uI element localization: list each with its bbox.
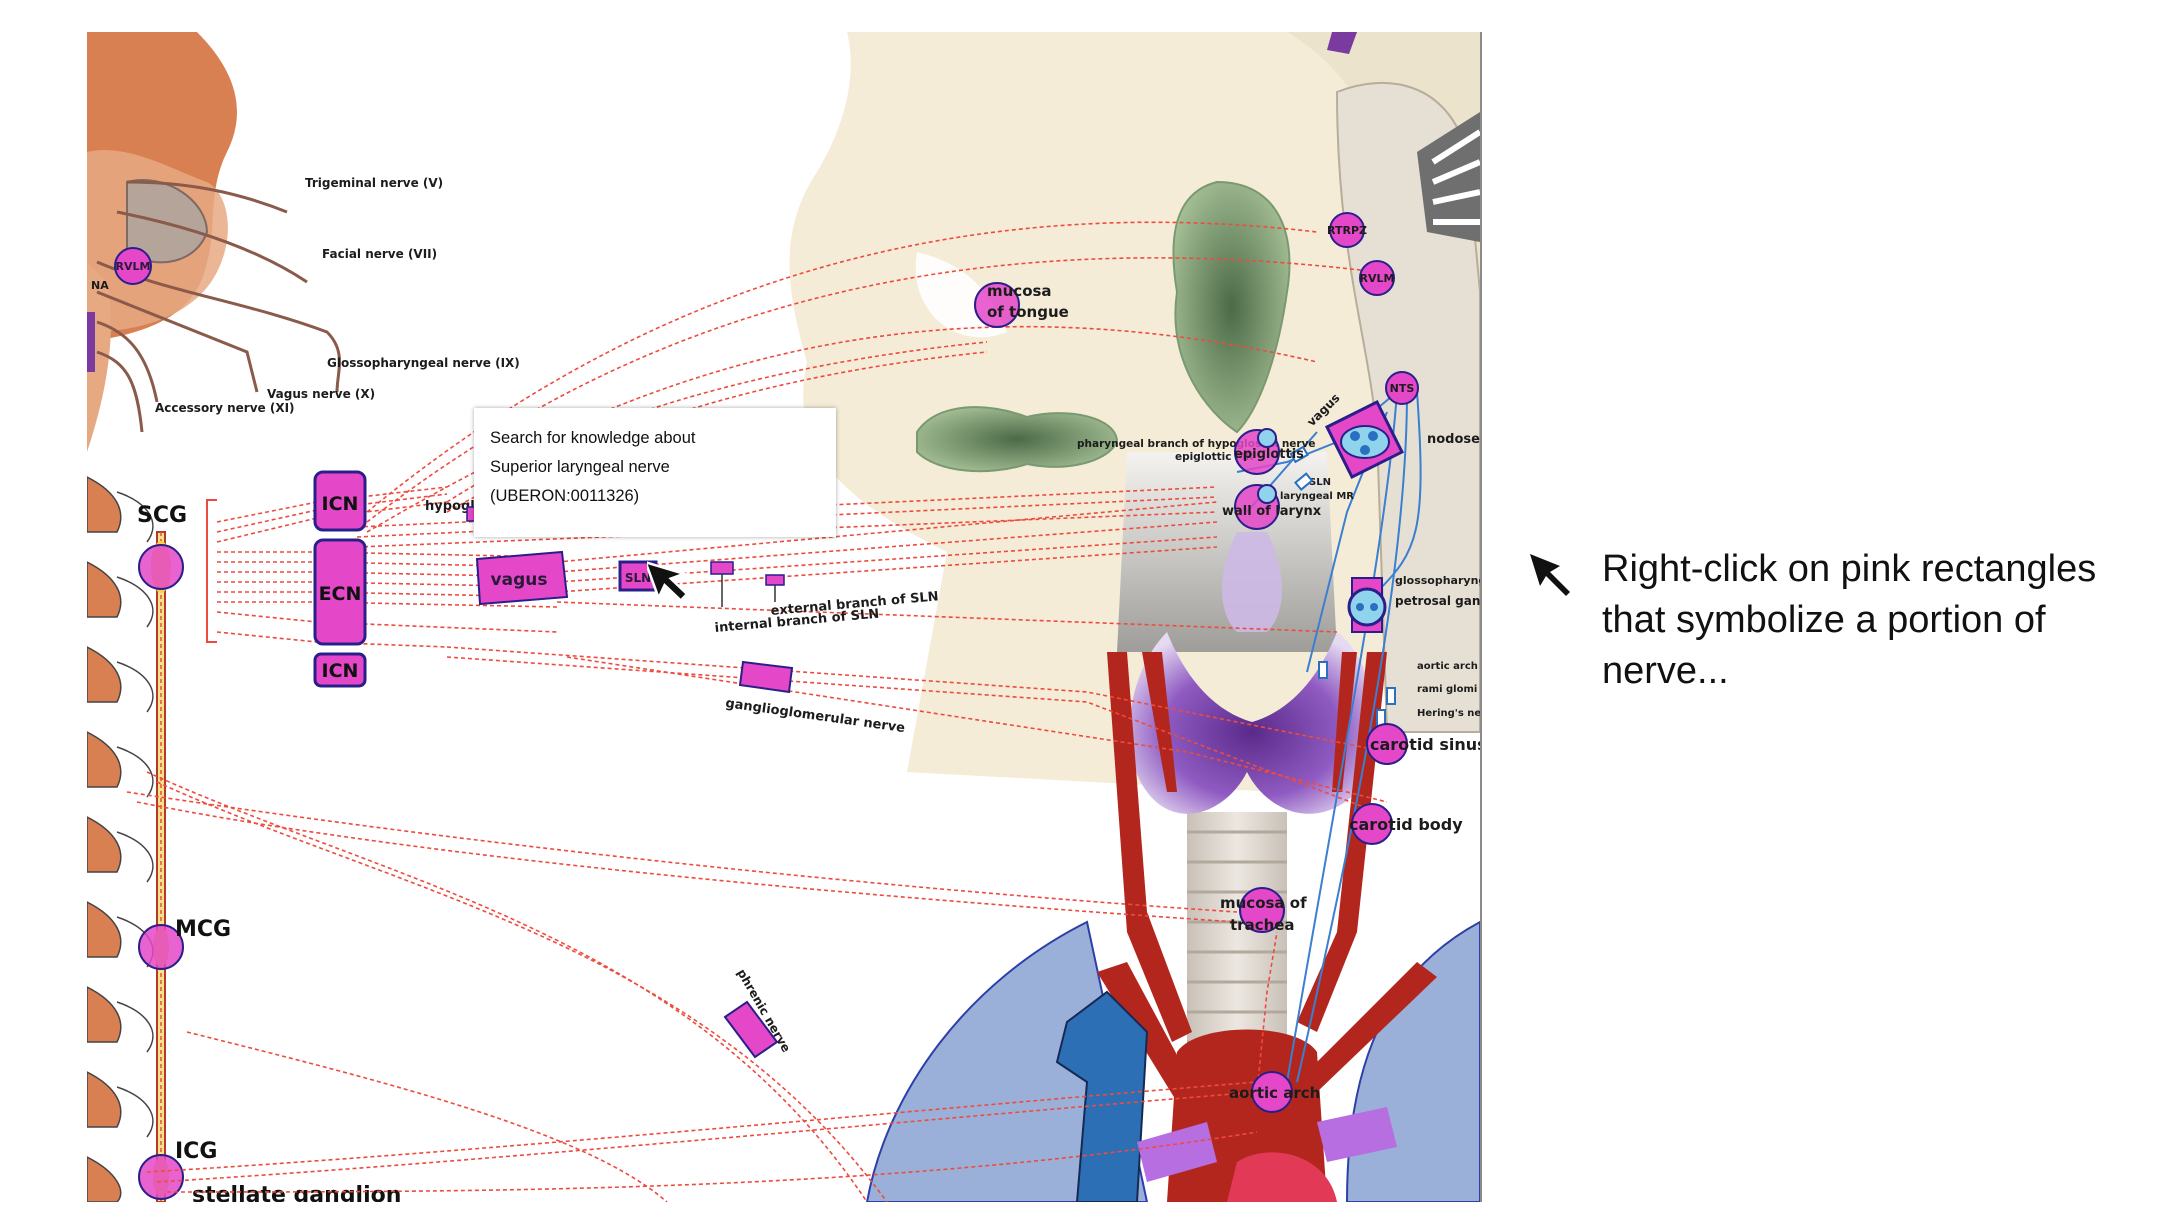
- anatomy-diagram-viewport[interactable]: Trigeminal nerve (V) Facial nerve (VII) …: [87, 32, 1482, 1202]
- label-aortic-arch: aortic arch: [1229, 1084, 1320, 1102]
- label-icn-bottom: ICN: [322, 660, 359, 682]
- nerve-segment-vagus-trunk[interactable]: [1324, 399, 1405, 480]
- tooltip-line-id: (UBERON:0011326): [490, 487, 640, 505]
- nerve-segment-icn-bottom[interactable]: ICN: [313, 652, 367, 688]
- nerve-segment-vagus[interactable]: vagus: [475, 550, 569, 606]
- nerve-segment-ganglioglomerular[interactable]: [738, 660, 794, 694]
- label-carotid-body: carotid body: [1349, 815, 1463, 834]
- label-mucosa-tongue-2: of tongue: [987, 303, 1069, 321]
- label-glossopharyngeal-nerve: Glossopharyngeal nerve (IX): [327, 356, 520, 370]
- label-rami-glomi: rami glomi c: [1417, 684, 1480, 695]
- label-rvlm-left: RVLM: [116, 260, 151, 273]
- tooltip-line-search: Search for knowledge about: [490, 429, 696, 447]
- target-wall-of-larynx[interactable]: [1234, 484, 1280, 530]
- caption-text: Right-click on pink rectangles that symb…: [1602, 548, 2097, 692]
- cranial-nerves: [96, 180, 341, 433]
- nerve-segment-icn-top[interactable]: ICN: [313, 470, 367, 532]
- target-epiglottis[interactable]: [1234, 428, 1280, 475]
- label-petrosal: petrosal gang: [1395, 594, 1480, 608]
- label-mucosa-trachea-1: mucosa of: [1220, 894, 1307, 912]
- label-na: NA: [91, 279, 109, 292]
- target-nts[interactable]: [1385, 371, 1419, 405]
- label-sln-small: SLN: [1309, 477, 1331, 488]
- label-icn-top: ICN: [322, 493, 359, 515]
- target-mucosa-of-tongue[interactable]: [974, 282, 1020, 328]
- label-wall-of-larynx: wall of larynx: [1222, 504, 1322, 519]
- label-ganglioglomerular: ganglioglomerular nerve: [724, 696, 906, 736]
- label-larynx-mr: laryngeal MR: [1280, 491, 1354, 502]
- knowledge-search-menu-item[interactable]: Search for knowledge about Superior lary…: [474, 408, 836, 537]
- label-trigeminal-nerve: Trigeminal nerve (V): [305, 176, 443, 190]
- scg-node[interactable]: [138, 544, 184, 590]
- label-ecn: ECN: [319, 583, 362, 605]
- target-aortic-arch[interactable]: [1251, 1071, 1293, 1113]
- target-rvlm-right[interactable]: [1359, 260, 1395, 296]
- label-vagus-nerve: Vagus nerve (X): [267, 387, 375, 401]
- target-rtrpz[interactable]: [1329, 212, 1365, 248]
- target-mucosa-of-trachea[interactable]: [1239, 887, 1285, 933]
- label-epiglottis: epiglottis: [1234, 447, 1304, 462]
- target-carotid-sinus[interactable]: [1366, 723, 1408, 765]
- label-carotid-sinus: carotid sinus: [1370, 735, 1480, 754]
- label-accessory-nerve: Accessory nerve (XI): [155, 401, 295, 415]
- vertebrae: [87, 476, 122, 1202]
- pulmonary-vessels: [1137, 1122, 1217, 1182]
- label-aortic-arch-n: aortic arch n: [1417, 661, 1480, 672]
- label-vagus-box: vagus: [491, 570, 548, 590]
- label-icg: ICG: [175, 1139, 217, 1164]
- nerve-segment-phrenic[interactable]: [723, 1000, 779, 1059]
- label-mucosa-tongue-1: mucosa: [987, 282, 1052, 300]
- brainstem-region: [87, 32, 237, 452]
- sympathetic-chain: [151, 531, 171, 1202]
- label-rvlm-right: RVLM: [1360, 272, 1395, 285]
- arrow-pointer-icon: [1530, 554, 1570, 596]
- label-facial-nerve: Facial nerve (VII): [322, 247, 437, 261]
- label-hypoglossal: hypogl: [425, 499, 475, 514]
- label-mucosa-trachea-2: trachea: [1230, 916, 1295, 934]
- label-scg: SCG: [137, 503, 187, 528]
- larynx-trachea: [1117, 452, 1337, 1102]
- scg-bracket: [206, 499, 217, 643]
- icg-node[interactable]: [138, 1154, 184, 1200]
- nerve-segment-sln[interactable]: SLN: [618, 560, 658, 592]
- mcg-node[interactable]: [138, 924, 184, 970]
- label-epiglottic-mr: epiglottic MR: [1175, 451, 1254, 463]
- label-herings: Hering's ner: [1417, 708, 1480, 719]
- label-mcg: MCG: [175, 917, 231, 942]
- tongue-structure: [1172, 180, 1291, 434]
- nerve-segment-petrosal[interactable]: [1347, 577, 1387, 633]
- label-glossopharyngeal-short: glossopharyngea: [1395, 574, 1480, 587]
- label-rtrpz: RTRPZ: [1327, 224, 1367, 237]
- thyroid: [1129, 632, 1375, 814]
- nerve-segment-internal-sln[interactable]: [710, 561, 734, 575]
- tooltip-line-term: Superior laryngeal nerve: [490, 458, 670, 476]
- label-nodose: nodose: [1427, 432, 1480, 447]
- target-carotid-body[interactable]: [1351, 803, 1393, 845]
- rvlm-left-node[interactable]: [114, 247, 152, 285]
- nerve-routes: [126, 221, 1388, 1202]
- nerve-map-diagram: Trigeminal nerve (V) Facial nerve (VII) …: [87, 32, 1480, 1202]
- nerve-segment-external-sln[interactable]: [765, 574, 785, 586]
- label-nts: NTS: [1390, 382, 1415, 395]
- nerve-segment-ecn[interactable]: ECN: [313, 538, 367, 646]
- label-sln: SLN: [625, 571, 651, 585]
